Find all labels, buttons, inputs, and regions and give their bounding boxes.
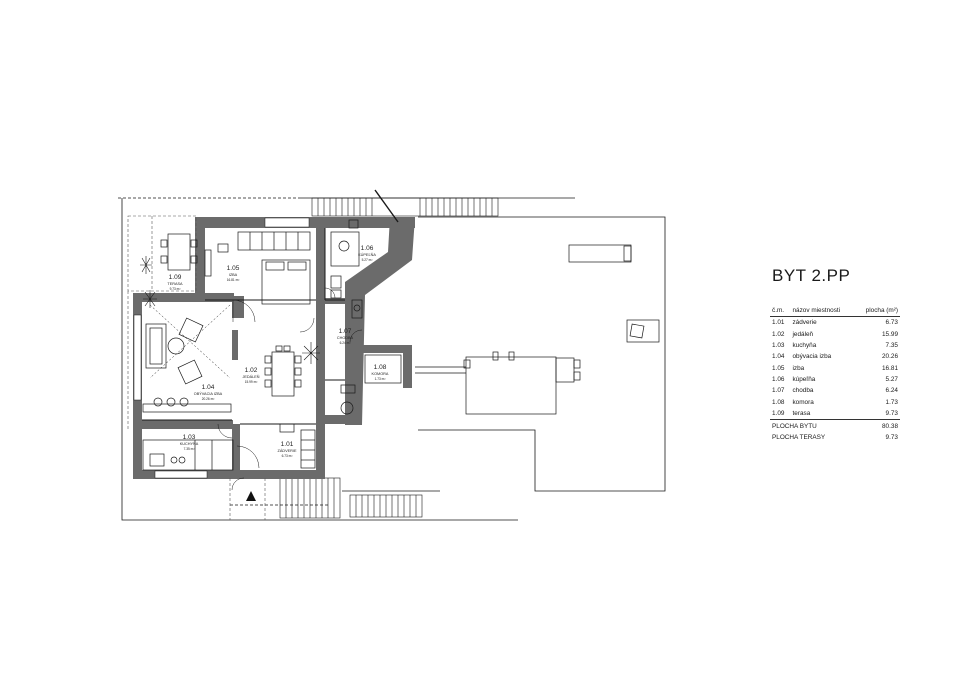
- table-row: 1.07 chodba 6.24: [770, 385, 900, 396]
- room-area: 20.26: [882, 353, 898, 361]
- room-name: kuchyňa: [792, 341, 817, 349]
- room-area: 5.27: [885, 376, 898, 384]
- room-1.08-no: 1.08: [374, 364, 387, 371]
- room-labels: 1.01 ZÁDVERIE 6.73 m² 1.02 JEDÁLEŇ 15.99…: [167, 245, 389, 458]
- room-1.03-area: 7.35 m²: [184, 447, 195, 451]
- room-1.08-name: KOMORA: [372, 372, 389, 376]
- total-row: PLOCHA TERASY 9.73: [770, 432, 900, 443]
- room-1.06-no: 1.06: [361, 245, 374, 252]
- table-row: 1.09 terasa 9.73: [770, 408, 900, 420]
- room-1.05-name: IZBA: [229, 273, 238, 277]
- table-row: 1.04 obývacia izba 20.26: [770, 351, 900, 362]
- room-number: 1.09: [772, 410, 785, 418]
- room-1.09-area: 9.73 m²: [170, 287, 181, 291]
- stairs-bottom: [279, 477, 423, 519]
- total-value: 80.38: [854, 419, 900, 432]
- room-legend: BYT 2.PP č.m. názov miestnosti plocha (m…: [770, 266, 900, 443]
- room-name: jedáleň: [792, 330, 814, 338]
- table-row: 1.06 kúpeľňa 5.27: [770, 374, 900, 385]
- room-name: obývacia izba: [792, 353, 832, 361]
- entrance-arrow-icon: [246, 491, 256, 501]
- partitions: [142, 228, 345, 425]
- room-1.04-name: OBÝVACIA IZBA: [194, 392, 223, 396]
- furniture: [142, 219, 660, 471]
- header-room-number: č.m.: [770, 306, 791, 317]
- room-1.05-area: 16.81 m²: [227, 278, 240, 282]
- room-area: 6.24: [885, 387, 898, 395]
- room-area: 7.35: [885, 341, 898, 349]
- room-1.09-no: 1.09: [169, 274, 182, 281]
- room-table: č.m. názov miestnosti plocha (m²) 1.01 z…: [770, 306, 900, 443]
- room-1.07-no: 1.07: [339, 328, 352, 335]
- total-label: PLOCHA TERASY: [772, 433, 826, 441]
- room-1.04-no: 1.04: [202, 384, 215, 391]
- room-number: 1.05: [772, 364, 785, 372]
- room-1.02-name: JEDÁLEŇ: [242, 374, 259, 379]
- room-name: terasa: [792, 410, 811, 418]
- plants: [140, 256, 320, 364]
- room-area: 15.99: [882, 330, 898, 338]
- table-row: 1.05 izba 16.81: [770, 363, 900, 374]
- table-header-row: č.m. názov miestnosti plocha (m²): [770, 306, 900, 317]
- room-area: 6.73: [885, 319, 898, 327]
- room-1.02-area: 15.99 m²: [245, 380, 258, 384]
- room-1.04-area: 20.26 m²: [202, 397, 215, 401]
- room-1.01-name: ZÁDVERIE: [278, 449, 297, 453]
- room-number: 1.07: [772, 387, 785, 395]
- room-1.03-name: KUCHYŇA: [180, 441, 199, 446]
- room-1.03-no: 1.03: [183, 434, 196, 441]
- terrace-outline: [127, 215, 197, 292]
- room-1.01-no: 1.01: [281, 441, 294, 448]
- header-room-name: názov miestnosti: [790, 306, 855, 317]
- total-label: PLOCHA BYTU: [770, 419, 855, 432]
- room-1.06-area: 5.27 m²: [362, 258, 373, 262]
- room-area: 9.73: [885, 410, 898, 418]
- table-row: 1.08 komora 1.73: [770, 397, 900, 408]
- room-1.08-area: 1.73 m²: [375, 377, 386, 381]
- table-row: 1.01 zádverie 6.73: [770, 317, 900, 329]
- room-number: 1.03: [772, 341, 785, 349]
- room-number: 1.08: [772, 398, 785, 406]
- room-1.01-area: 6.73 m²: [282, 454, 293, 458]
- total-value: 9.73: [885, 433, 898, 441]
- room-number: 1.02: [772, 330, 785, 338]
- room-1.07-area: 6.24 m²: [340, 341, 351, 345]
- section-lines: [127, 291, 266, 520]
- room-1.02-no: 1.02: [245, 367, 258, 374]
- stairs-top: [311, 197, 499, 217]
- room-area: 16.81: [882, 364, 898, 372]
- room-name: zádverie: [792, 319, 817, 327]
- windows: [133, 217, 310, 479]
- page-title: BYT 2.PP: [772, 266, 851, 285]
- table-row: 1.03 kuchyňa 7.35: [770, 340, 900, 351]
- room-number: 1.01: [772, 319, 785, 327]
- room-number: 1.06: [772, 376, 785, 384]
- room-area: 1.73: [885, 398, 898, 406]
- total-row: PLOCHA BYTU 80.38: [770, 419, 900, 432]
- room-name: izba: [792, 364, 805, 372]
- room-1.09-name: TERASA: [167, 282, 183, 286]
- header-room-area: plocha (m²): [854, 306, 900, 317]
- room-1.06-name: KÚPEĽŇA: [358, 252, 376, 257]
- room-1.05-no: 1.05: [227, 265, 240, 272]
- room-name: kúpeľňa: [792, 376, 816, 384]
- door-swings: [217, 189, 399, 491]
- room-name: komora: [792, 398, 814, 406]
- table-row: 1.02 jedáleň 15.99: [770, 328, 900, 339]
- room-1.07-name: CHODBA: [337, 336, 354, 340]
- room-number: 1.04: [772, 353, 785, 361]
- room-name: chodba: [792, 387, 814, 395]
